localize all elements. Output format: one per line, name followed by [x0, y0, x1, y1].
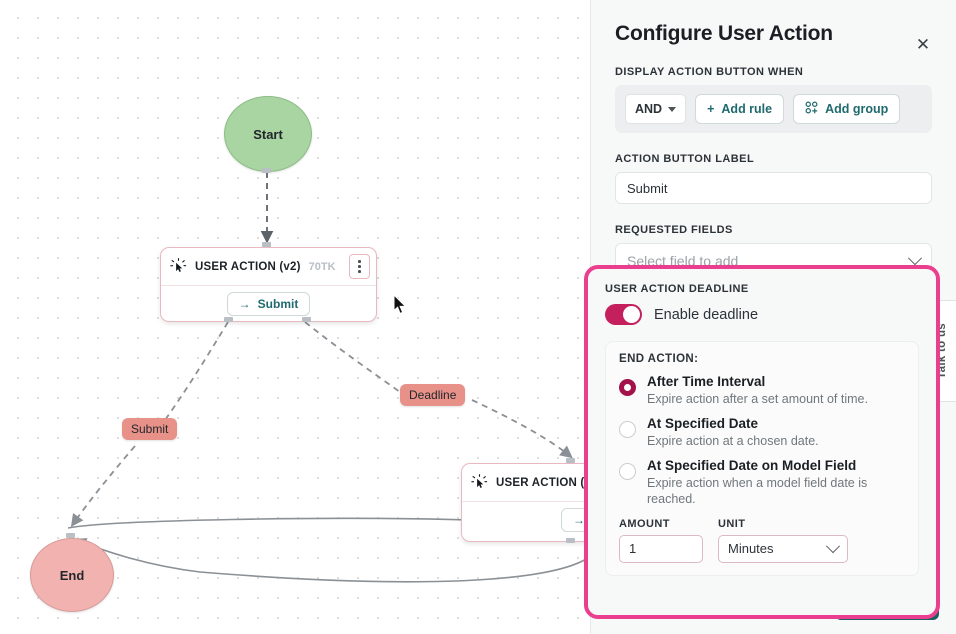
radio-desc: Expire action at a chosen date. [647, 434, 819, 448]
mouse-cursor [393, 293, 407, 315]
ua1-submit-label: Submit [257, 297, 299, 311]
enable-deadline-row[interactable]: Enable deadline [605, 304, 919, 325]
add-group-button[interactable]: Add group [793, 94, 901, 124]
unit-value: Minutes [728, 541, 774, 557]
enable-deadline-toggle[interactable] [605, 304, 642, 325]
group-icon [805, 101, 818, 117]
radio-option-at-specified-date[interactable]: At Specified Date Expire action at a cho… [619, 416, 905, 449]
enable-deadline-label: Enable deadline [654, 306, 759, 323]
deadline-section-label: USER ACTION DEADLINE [605, 283, 749, 295]
add-rule-button[interactable]: + Add rule [695, 94, 785, 124]
node-end-label: End [59, 567, 85, 583]
ua2-title: USER ACTION ( [496, 476, 585, 489]
node-end[interactable]: End [30, 538, 114, 612]
add-group-label: Add group [825, 102, 889, 116]
action-button-label-value: Submit [627, 180, 668, 196]
click-cursor-icon [471, 474, 488, 491]
chevron-down-icon [907, 251, 923, 266]
radio-icon[interactable] [619, 463, 636, 481]
radio-title: At Specified Date on Model Field [647, 458, 857, 474]
radio-desc: Expire action after a set amount of time… [647, 391, 868, 406]
chevron-down-icon [668, 106, 677, 112]
start-out-handle[interactable] [262, 168, 271, 173]
radio-option-after-time-interval[interactable]: After Time Interval Expire action after … [619, 374, 905, 407]
arrow-right-icon: → [238, 297, 251, 311]
action-button-label-label: ACTION BUTTON LABEL [615, 153, 755, 165]
logic-operator-select[interactable]: AND [625, 94, 687, 124]
ua1-token-count: 70TK [308, 260, 336, 273]
logic-operator-value: AND [635, 102, 663, 116]
rule-builder-bar: AND + Add rule Add group [615, 85, 932, 133]
amount-unit-row: AMOUNT 1 UNIT Minutes [619, 518, 905, 563]
end-in-handle[interactable] [66, 533, 75, 538]
requested-fields-label: REQUESTED FIELDS [615, 224, 733, 236]
amount-input[interactable]: 1 [619, 534, 703, 563]
action-button-label-input[interactable]: Submit [615, 172, 932, 204]
edge-label-submit[interactable]: Submit [122, 418, 178, 440]
ua1-out-handle-a[interactable] [224, 317, 233, 322]
amount-label: AMOUNT [619, 517, 670, 530]
ua1-body: → Submit [161, 286, 376, 321]
add-rule-label: Add rule [721, 102, 773, 116]
user-action-deadline-section: USER ACTION DEADLINE Enable deadline END… [584, 265, 940, 619]
page-title: Configure User Action [615, 22, 833, 45]
unit-field-group: UNIT Minutes [718, 518, 848, 563]
ua1-header: USER ACTION (v2) 70TK [161, 248, 376, 286]
radio-title: After Time Interval [647, 374, 766, 389]
ua1-out-handle-b[interactable] [302, 317, 311, 322]
node-user-action-1[interactable]: USER ACTION (v2) 70TK → Submit [160, 247, 377, 322]
amount-value: 1 [629, 541, 637, 557]
radio-desc: Expire action when a model field date is… [647, 476, 868, 507]
close-icon[interactable]: ✕ [915, 34, 931, 54]
node-start-label: Start [253, 126, 283, 142]
display-when-label: DISPLAY ACTION BUTTON WHEN [615, 66, 804, 78]
ua1-title: USER ACTION (v2) [195, 260, 301, 273]
edge-label-deadline[interactable]: Deadline [400, 384, 466, 406]
amount-field-group: AMOUNT 1 [619, 518, 703, 563]
radio-icon[interactable] [619, 421, 636, 439]
chevron-down-icon [825, 538, 841, 553]
ua1-in-handle[interactable] [262, 242, 271, 247]
arrow-right-icon: → [572, 513, 585, 527]
radio-option-at-specified-date-on-model-field[interactable]: At Specified Date on Model Field Expire … [619, 458, 905, 507]
radio-title: At Specified Date [647, 416, 759, 432]
click-cursor-icon [170, 258, 187, 275]
plus-icon: + [707, 102, 715, 116]
radio-icon-selected[interactable] [619, 379, 636, 396]
unit-select[interactable]: Minutes [718, 534, 848, 563]
unit-label: UNIT [718, 517, 746, 530]
end-action-label: END ACTION: [619, 353, 699, 365]
ua2-header: USER ACTION ( [462, 464, 632, 502]
ua2-out-handle[interactable] [566, 538, 575, 543]
ua1-submit-button[interactable]: → Submit [226, 292, 311, 316]
ua1-more-menu-icon[interactable] [349, 254, 370, 279]
ua2-in-handle[interactable] [566, 458, 575, 463]
end-action-group: END ACTION: After Time Interval Expire a… [605, 341, 919, 576]
node-start[interactable]: Start [224, 96, 312, 172]
